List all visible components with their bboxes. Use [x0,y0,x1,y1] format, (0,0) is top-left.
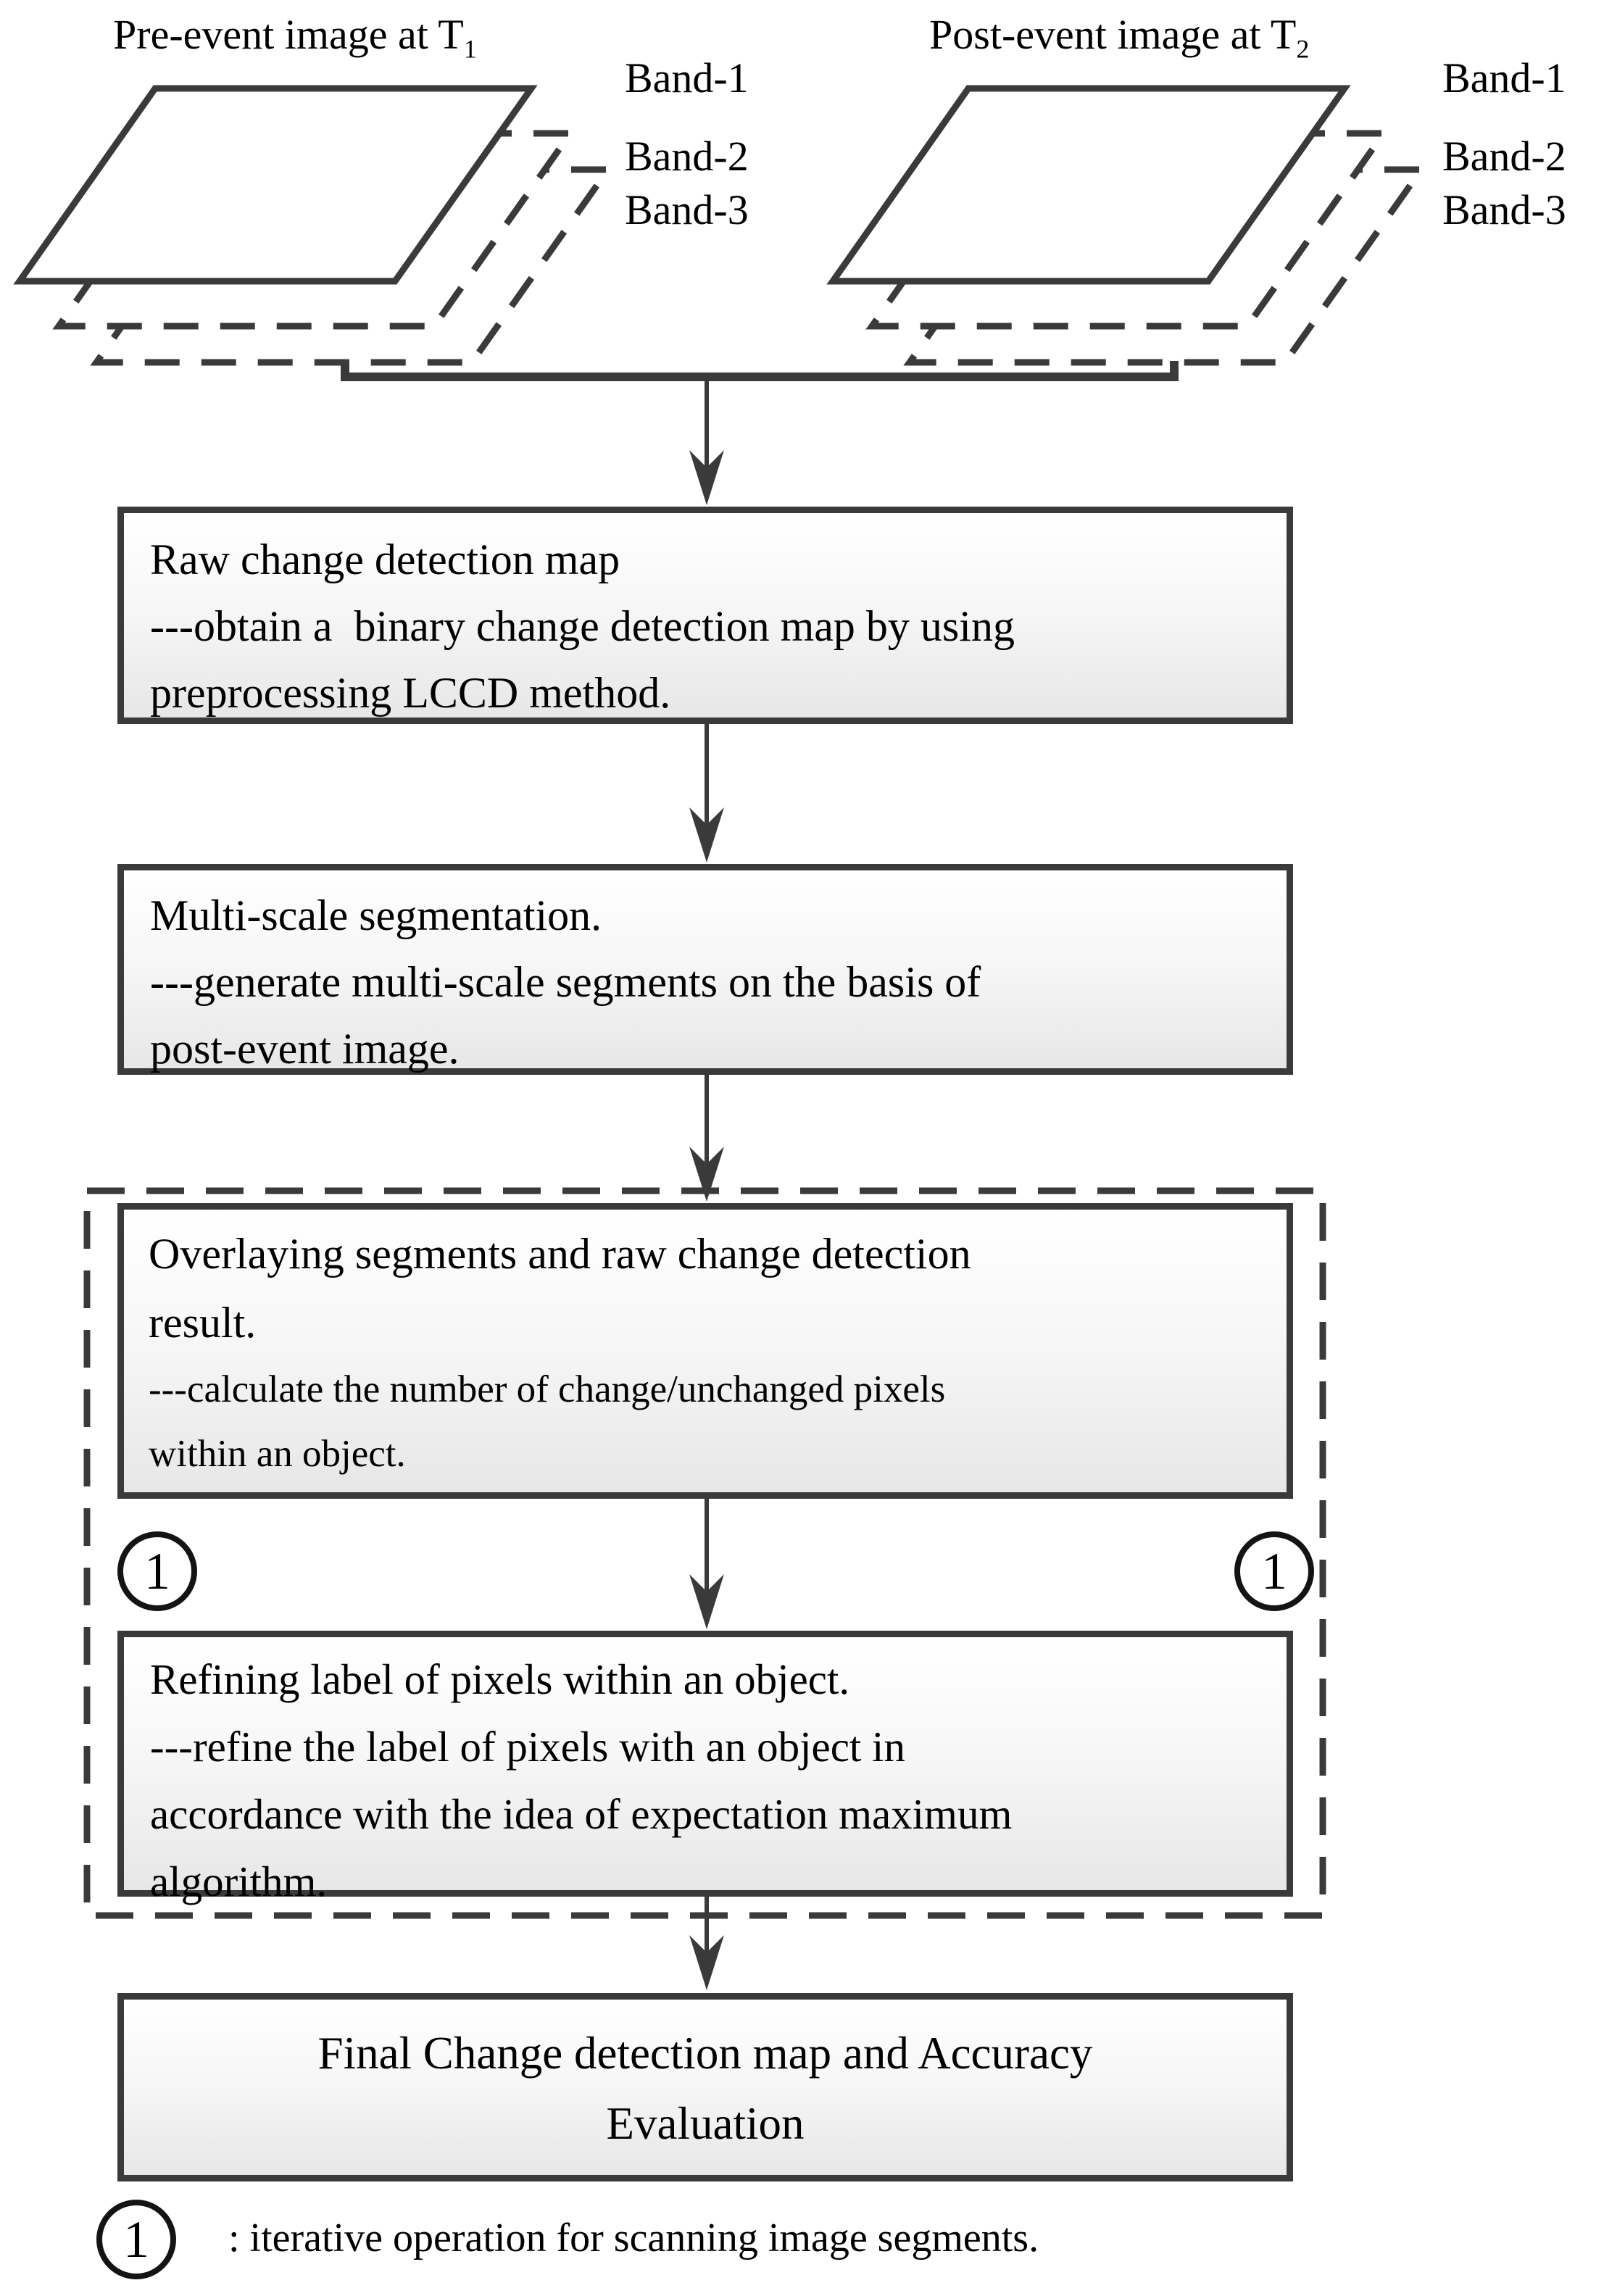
box-overlay-line-3: ---calculate the number of change/unchan… [149,1368,946,1410]
loop-marker-right: 1 [1234,1531,1314,1611]
loop-marker-right-number: 1 [1261,1542,1287,1600]
box-overlay-line-2: result. [149,1299,257,1347]
box-overlaying-segments: Overlaying segments and raw change detec… [117,1203,1293,1499]
box-final-line-2: Evaluation [606,2098,805,2149]
box-multiscale-line-1: Multi-scale segmentation. [150,891,602,939]
box-raw-line-2: ---obtain a binary change detection map … [150,602,1015,650]
box-multiscale-segmentation: Multi-scale segmentation. ---generate mu… [117,864,1293,1075]
box-raw-change-detection: Raw change detection map ---obtain a bin… [117,507,1293,724]
box-raw-line-1: Raw change detection map [150,536,620,583]
box-overlay-line-1: Overlaying segments and raw change detec… [149,1230,971,1278]
box-final-line-1: Final Change detection map and Accuracy [317,2028,1093,2079]
pre-band3-label: Band-3 [625,186,749,233]
post-band2-label: Band-2 [1442,133,1566,180]
post-event-title-subscript: 2 [1296,34,1310,64]
legend-marker: 1 [96,2200,176,2279]
box-refining-labels: Refining label of pixels within an objec… [117,1631,1293,1905]
box-refine-line-1: Refining label of pixels within an objec… [150,1655,850,1703]
post-event-stack [826,85,1428,366]
box-refine-line-2: ---refine the label of pixels with an ob… [150,1723,905,1771]
box-refine-line-3: accordance with the idea of expectation … [150,1790,1013,1838]
post-event-title-text: Post-event image at T [929,11,1297,58]
flow-arrow-5 [689,1895,724,1990]
pre-event-title-text: Pre-event image at T [113,11,464,58]
post-band1-panel [826,85,1351,285]
box-overlay-line-4: within an object. [149,1433,406,1475]
pre-band1-panel [13,85,538,285]
box-multiscale-line-2: ---generate multi-scale segments on the … [150,958,981,1006]
legend-marker-number: 1 [123,2210,149,2268]
post-band1-label: Band-1 [1442,54,1566,101]
pre-event-title: Pre-event image at T1 [113,10,477,65]
iteration-dashed-container [83,1187,1326,1919]
pre-band2-label: Band-2 [625,133,749,180]
box-final-change-detection: Final Change detection map and Accuracy … [117,1993,1293,2181]
box-raw-line-3: preprocessing LCCD method. [150,669,671,717]
flow-arrow-3 [689,1073,724,1202]
loop-marker-left: 1 [117,1531,197,1611]
pre-band1-label: Band-1 [625,54,749,101]
post-event-title: Post-event image at T2 [929,10,1309,65]
loop-marker-left-number: 1 [144,1542,170,1600]
legend-text: : iterative operation for scanning image… [228,2216,1039,2260]
post-band3-label: Band-3 [1442,186,1566,233]
box-multiscale-line-3: post-event image. [150,1025,460,1073]
merge-connector [341,361,1179,381]
box-refine-line-4: algorithm. [150,1858,328,1905]
flow-arrow-2 [689,723,724,862]
pre-event-stack [13,85,615,366]
flow-arrow-1 [689,377,724,505]
flow-arrow-4 [689,1497,724,1629]
pre-event-title-subscript: 1 [463,34,477,64]
